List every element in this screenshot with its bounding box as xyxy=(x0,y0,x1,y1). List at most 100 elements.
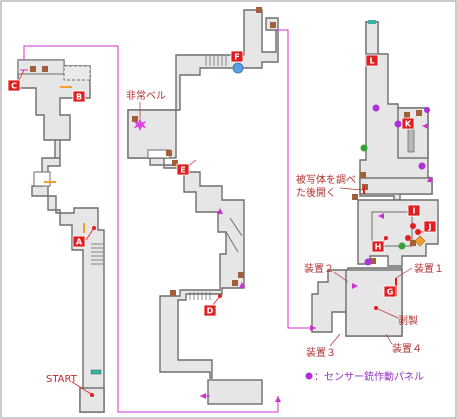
arrow-icon xyxy=(310,325,316,331)
emergency-bell-label: 非常ベル xyxy=(126,89,166,102)
marker-D[interactable]: D xyxy=(203,294,222,317)
marker-G[interactable]: G xyxy=(383,285,397,298)
crate xyxy=(256,7,262,13)
start-room xyxy=(79,387,105,413)
crate xyxy=(172,160,178,166)
middle-stairs-bottom xyxy=(189,292,211,300)
orange-item-icon xyxy=(414,235,426,247)
marker-L[interactable]: L xyxy=(365,54,379,67)
route-arrows xyxy=(200,123,433,402)
sensor-dot-icon xyxy=(418,162,426,170)
sensor-dot-icon xyxy=(394,120,402,128)
crate xyxy=(404,112,410,118)
device-3-leader xyxy=(329,333,341,347)
peel-label: 剥製 xyxy=(398,314,418,327)
middle-diagonal-wall xyxy=(229,217,243,237)
arrow-icon xyxy=(422,123,428,129)
crate xyxy=(30,66,36,72)
marker-label: H xyxy=(375,243,382,252)
marker-label: B xyxy=(76,93,82,102)
crate xyxy=(42,66,48,72)
sensor-dot-icon xyxy=(364,258,372,266)
blue-switch-icon xyxy=(232,62,244,74)
legend-sensor-dot-icon xyxy=(305,372,313,380)
device-4-leader xyxy=(385,333,393,345)
middle-diagonal-wall xyxy=(225,231,239,253)
left-upper-alcove xyxy=(63,65,91,81)
teal-door xyxy=(90,369,102,375)
marker-label: G xyxy=(387,288,394,297)
marker-B[interactable]: B xyxy=(72,90,86,103)
arrow-icon xyxy=(200,393,206,399)
markers: A B C D E F G xyxy=(7,50,437,317)
crate xyxy=(352,194,358,200)
peel-leader xyxy=(375,307,399,319)
route-line xyxy=(23,45,279,413)
crate xyxy=(410,240,416,246)
crate xyxy=(232,280,238,286)
left-upper-room xyxy=(17,59,65,75)
legend: ：センサー銃作動パネル xyxy=(305,370,424,383)
green-dot-icon xyxy=(398,242,406,250)
marker-label: K xyxy=(405,120,412,129)
arrow-icon xyxy=(427,176,433,182)
marker-label: D xyxy=(207,307,214,316)
arrow-icon xyxy=(275,396,281,402)
crate xyxy=(360,172,366,178)
left-small-room xyxy=(33,171,51,187)
start-leader xyxy=(71,381,92,395)
red-point-icon xyxy=(405,235,411,241)
device-room-main xyxy=(345,269,403,337)
arrow-icon xyxy=(239,282,245,288)
marker-label: E xyxy=(180,166,185,175)
marker-K[interactable]: K xyxy=(401,117,415,130)
marker-J[interactable]: J xyxy=(418,220,437,233)
marker-label: F xyxy=(234,53,239,62)
right-section: 被写体を調べ た後開く 装置１ 装置２ 装置３ 装置４ 剥製 xyxy=(296,20,444,359)
marker-F[interactable]: F xyxy=(230,50,244,63)
scan-photo-leader xyxy=(339,187,363,191)
device-3-label: 装置３ xyxy=(306,346,336,359)
marker-I[interactable]: I xyxy=(407,204,421,217)
marker-label: A xyxy=(76,238,83,247)
device-2-leader xyxy=(333,271,349,283)
emergency-bell-icon xyxy=(133,118,147,131)
right-lower-room xyxy=(371,211,413,247)
bottom-corridor xyxy=(207,379,263,405)
right-corridor xyxy=(359,177,433,195)
middle-stairs-top xyxy=(205,56,227,66)
teal-door-top xyxy=(368,20,376,24)
device-1-leader xyxy=(395,267,413,279)
left-section: START xyxy=(17,59,105,413)
crate xyxy=(166,150,172,156)
device-2-label: 装置２ xyxy=(304,262,334,275)
marker-H[interactable]: H xyxy=(371,236,388,253)
route-line xyxy=(276,29,316,329)
red-point-icon xyxy=(374,306,378,310)
crate xyxy=(132,116,138,122)
sensor-dot-icon xyxy=(372,104,380,112)
marker-label: I xyxy=(413,207,416,216)
arrow-icon xyxy=(217,208,223,214)
marker-A[interactable]: A xyxy=(72,226,96,248)
left-stairs xyxy=(91,243,103,265)
crate xyxy=(416,110,422,116)
marker-label: J xyxy=(428,223,432,232)
marker-label: L xyxy=(369,57,374,66)
start-label: START xyxy=(46,374,78,385)
scan-photo-label-line2: た後開く xyxy=(296,186,336,199)
arrow-icon xyxy=(352,283,358,289)
marker-C[interactable]: C xyxy=(7,69,25,92)
red-point-icon xyxy=(410,223,416,229)
k-pillar xyxy=(407,125,415,153)
crate xyxy=(170,290,176,296)
crate xyxy=(370,258,376,264)
arrow-icon xyxy=(378,213,384,219)
marker-E[interactable]: E xyxy=(176,159,197,176)
legend-text: ：センサー銃作動パネル xyxy=(314,370,424,383)
device-4-label: 装置４ xyxy=(392,342,422,355)
device-1-label: 装置１ xyxy=(414,262,444,275)
crate xyxy=(238,272,244,278)
sensor-dot-icon xyxy=(424,107,430,113)
